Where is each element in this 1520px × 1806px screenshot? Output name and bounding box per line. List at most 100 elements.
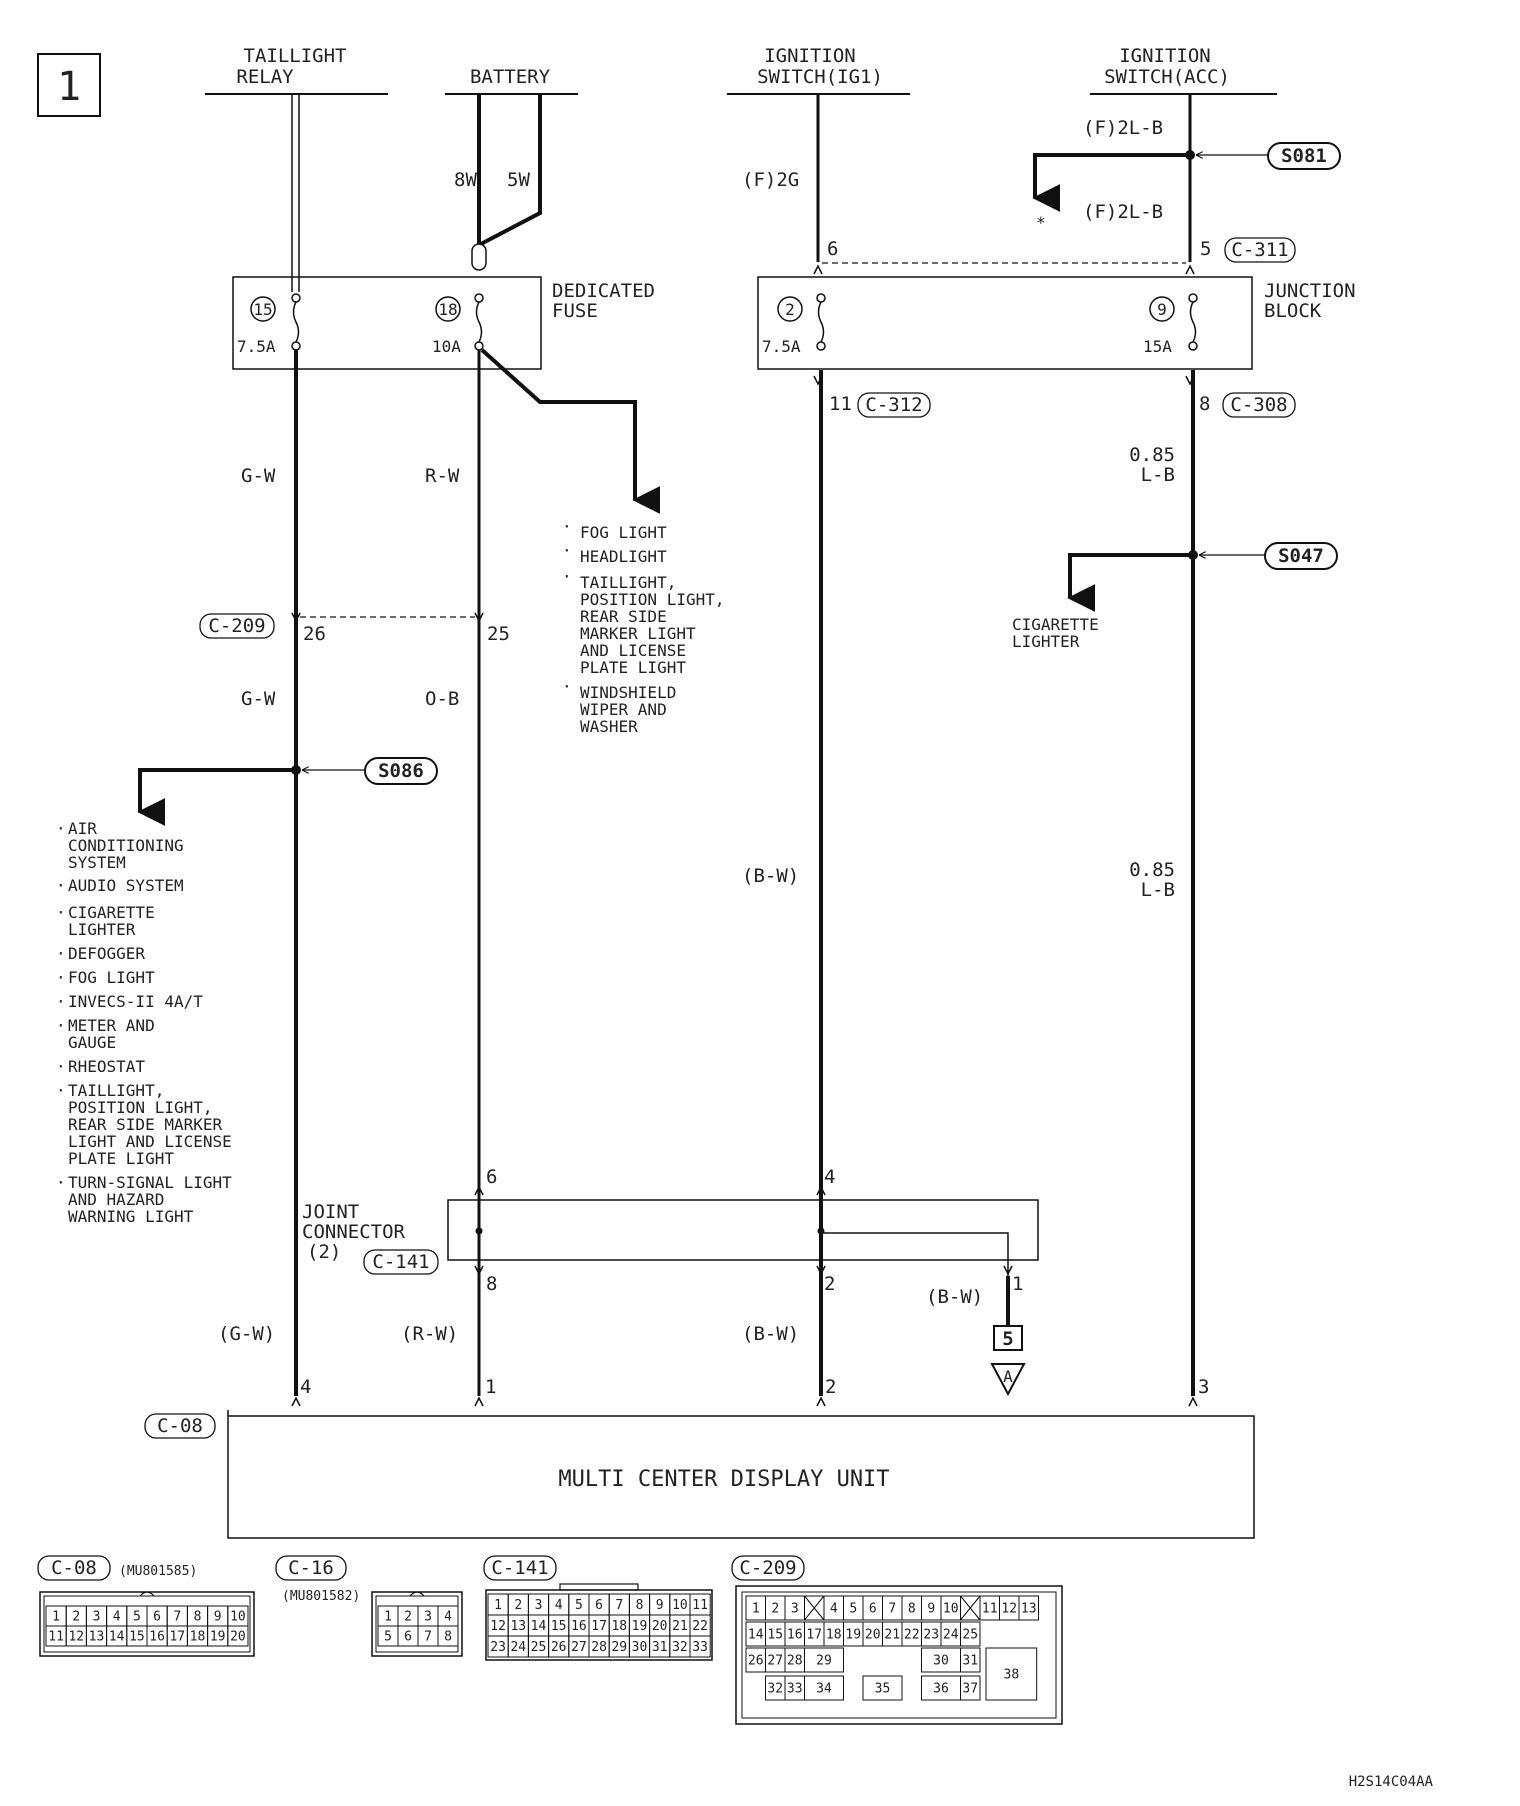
pin-number: 1 [494, 1598, 502, 1613]
ref-a-branch: 5 A [990, 1276, 1026, 1397]
pin-number: 20 [865, 1628, 881, 1643]
pin-number: 11 [692, 1598, 708, 1613]
pin-number: 15 [551, 1619, 567, 1634]
pin-number: 9 [927, 1602, 935, 1617]
svg-text:25: 25 [487, 623, 510, 645]
pin-number: 2 [771, 1602, 779, 1617]
pin-number: 30 [632, 1640, 648, 1655]
svg-text:CIGARETTE: CIGARETTE [1012, 615, 1099, 634]
svg-text:METER AND: METER AND [68, 1016, 155, 1035]
pin-number: 17 [591, 1619, 607, 1634]
svg-text:REAR SIDE MARKER: REAR SIDE MARKER [68, 1115, 222, 1134]
pin-cell [985, 1647, 1038, 1701]
svg-text:INVECS-II 4A/T: INVECS-II 4A/T [68, 992, 203, 1011]
svg-text:S081: S081 [1281, 145, 1327, 167]
svg-text:AND HAZARD: AND HAZARD [68, 1190, 164, 1209]
wire-label-rw1: R-W [425, 465, 460, 487]
connector-tag-c209: C-209 [199, 613, 275, 639]
wire-label-acc-branch: (F)2L-B [1083, 201, 1163, 223]
wire-label-rw-bottom: (R-W) [401, 1323, 458, 1345]
pin-number: 31 [962, 1654, 978, 1669]
asterisk-note: * [1036, 213, 1046, 232]
svg-text:S047: S047 [1278, 545, 1324, 567]
svg-text:(2): (2) [307, 1241, 341, 1263]
svg-text:TURN-SIGNAL LIGHT: TURN-SIGNAL LIGHT [68, 1173, 232, 1192]
pin-number: 1 [384, 1610, 392, 1625]
svg-text:WINDSHIELD: WINDSHIELD [580, 683, 676, 702]
svg-text:4: 4 [824, 1166, 835, 1188]
pin-number: 14 [748, 1628, 764, 1643]
pin-number: 8 [194, 1610, 202, 1625]
svg-text:1: 1 [1012, 1273, 1023, 1295]
pin-number: 24 [943, 1628, 959, 1643]
fuse-9: 9 15A [1143, 293, 1198, 356]
svg-text:LIGHTER: LIGHTER [1012, 632, 1080, 651]
svg-text:8: 8 [1199, 393, 1210, 415]
svg-text:MARKER LIGHT: MARKER LIGHT [580, 624, 696, 643]
svg-text:FUSE: FUSE [552, 300, 598, 322]
svg-text:CONNECTOR: CONNECTOR [302, 1221, 406, 1243]
svg-text:PLATE LIGHT: PLATE LIGHT [580, 658, 686, 677]
wire-taillight-relay-feed [291, 94, 300, 292]
svg-text:DEFOGGER: DEFOGGER [68, 944, 145, 963]
svg-text:TAILLIGHT,: TAILLIGHT, [68, 1081, 164, 1100]
splice-s047: S047 [1199, 542, 1338, 570]
pin-number: 33 [787, 1682, 803, 1697]
pin-number: 27 [571, 1640, 587, 1655]
pin-number: 19 [210, 1630, 226, 1645]
pin-number: 5 [384, 1630, 392, 1645]
pin-number: 14 [109, 1630, 125, 1645]
pin-number: 22 [692, 1619, 708, 1634]
pin-number: 10 [672, 1598, 688, 1613]
svg-text:(MU801585): (MU801585) [119, 1564, 197, 1579]
svg-text:FOG LIGHT: FOG LIGHT [68, 968, 155, 987]
pin-number: 29 [611, 1640, 627, 1655]
blank-pin-mark [804, 1595, 825, 1621]
c209-pin-marks [291, 612, 484, 623]
branch-s086 [137, 765, 301, 826]
pin-number: 8 [636, 1598, 644, 1613]
svg-text:HEADLIGHT: HEADLIGHT [580, 547, 667, 566]
splice-s081: S081 [1196, 142, 1341, 170]
svg-text:·: · [56, 903, 66, 922]
svg-text:7.5A: 7.5A [237, 337, 276, 356]
svg-text:C-08: C-08 [51, 1557, 97, 1579]
svg-text:C-312: C-312 [865, 394, 922, 416]
pin-number: 6 [153, 1610, 161, 1625]
pin-number: 20 [652, 1619, 668, 1634]
pin-number: 19 [632, 1619, 648, 1634]
pin-number: 1 [52, 1610, 60, 1625]
wire-label-bw-bottom: (B-W) [742, 1323, 799, 1345]
pin-number: 1 [752, 1602, 760, 1617]
svg-text:C-209: C-209 [739, 1557, 796, 1579]
pin-number: 7 [888, 1602, 896, 1617]
pin-number: 3 [535, 1598, 543, 1613]
connector-tag-c312: C-312 [857, 392, 931, 418]
pin-number: 17 [806, 1628, 822, 1643]
pin-number: 6 [869, 1602, 877, 1617]
pin-number: 4 [444, 1610, 452, 1625]
pin-number: 5 [849, 1602, 857, 1617]
svg-text:POSITION LIGHT,: POSITION LIGHT, [580, 590, 725, 609]
svg-text:L-B: L-B [1141, 464, 1175, 486]
wire-label-acc-top: (F)2L-B [1083, 117, 1163, 139]
svg-text:C-08: C-08 [157, 1415, 203, 1437]
pin-number: 2 [72, 1610, 80, 1625]
pin-cell [862, 1675, 903, 1701]
pin-cell [1018, 1595, 1039, 1621]
pin-cell [960, 1621, 981, 1647]
svg-text:26: 26 [303, 623, 326, 645]
wire-label-gauge2: 0.85 [1129, 859, 1175, 881]
pin-number: 28 [787, 1654, 803, 1669]
pin-number: 13 [510, 1619, 526, 1634]
wire-label-5w: 5W [507, 169, 530, 191]
svg-text:C-141: C-141 [372, 1251, 429, 1273]
pin-number: 16 [787, 1628, 803, 1643]
pin-number: 30 [933, 1654, 949, 1669]
svg-text:WASHER: WASHER [580, 717, 638, 736]
pin-number: 14 [531, 1619, 547, 1634]
svg-text:·: · [56, 944, 66, 963]
pin-number: 23 [490, 1640, 506, 1655]
